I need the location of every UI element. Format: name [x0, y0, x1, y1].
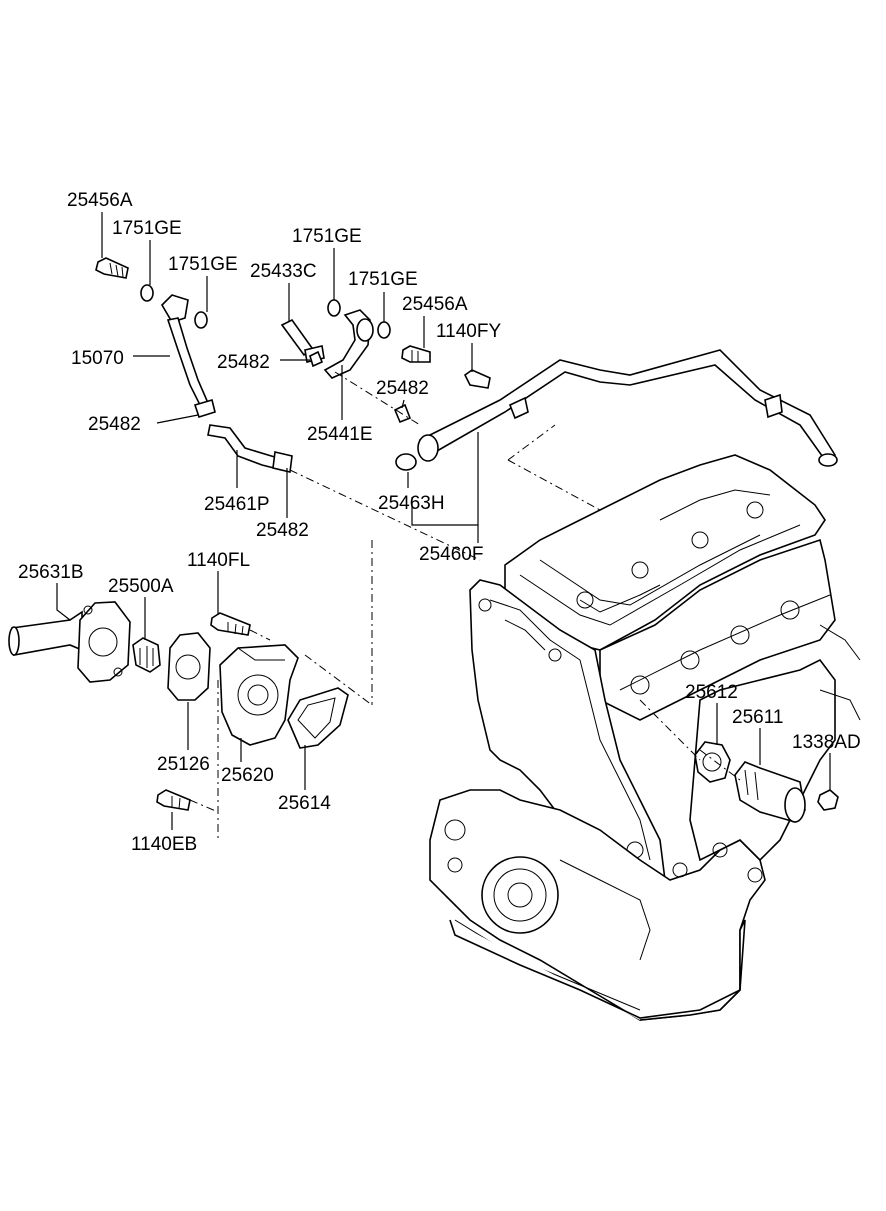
pipe-15070 — [160, 294, 216, 418]
label-25631B: 25631B — [18, 562, 84, 583]
label-1751GE-a: 1751GE — [112, 218, 182, 239]
thermostat-25500A — [132, 637, 161, 673]
gasket-25126 — [167, 632, 211, 701]
label-25612: 25612 — [685, 682, 738, 703]
bolt-25456A-left — [95, 257, 129, 279]
pipe-25441E — [323, 309, 374, 379]
label-25433C: 25433C — [250, 261, 317, 282]
water-pipe-25460F — [417, 349, 838, 467]
label-25620: 25620 — [221, 765, 274, 786]
label-25482-a: 25482 — [217, 352, 270, 373]
label-25463H: 25463H — [378, 493, 445, 514]
label-25482-c: 25482 — [88, 414, 141, 435]
nut-1338AD — [817, 789, 839, 811]
label-25611: 25611 — [732, 707, 783, 728]
gasket-25463H — [395, 453, 417, 471]
gasket-1751GE-c — [327, 299, 341, 317]
label-25482-d: 25482 — [256, 520, 309, 541]
bolt-1140EB — [156, 789, 191, 811]
gasket-1751GE-b — [194, 311, 208, 329]
housing-25620 — [219, 644, 299, 746]
label-25456A-a: 25456A — [67, 190, 133, 211]
label-1751GE-b: 1751GE — [168, 254, 238, 275]
label-1751GE-c: 1751GE — [292, 226, 362, 247]
leader-lines — [56, 212, 831, 830]
label-1338AD: 1338AD — [792, 732, 861, 753]
label-1751GE-d: 1751GE — [348, 269, 418, 290]
label-1140FY: 1140FY — [436, 321, 501, 342]
fitting-25631B — [8, 601, 131, 683]
label-25461P: 25461P — [204, 494, 270, 515]
bolt-1140FY — [463, 369, 491, 389]
fitting-25611 — [734, 761, 806, 823]
bolt-1140FL — [210, 612, 251, 636]
engine-block — [429, 454, 861, 1021]
label-1140FL: 1140FL — [187, 550, 250, 571]
gasket-1751GE-d — [377, 321, 391, 339]
label-25500A: 25500A — [108, 576, 174, 597]
label-15070: 15070 — [71, 348, 124, 369]
part-labels: 25456A 1751GE 1751GE 1751GE 25433C 1751G… — [18, 190, 861, 855]
gasket-25612 — [694, 741, 731, 783]
label-25482-b: 25482 — [376, 378, 429, 399]
assembly-lines — [189, 371, 741, 840]
gasket-1751GE-a — [140, 284, 154, 302]
label-25441E: 25441E — [307, 424, 373, 445]
label-1140EB: 1140EB — [131, 834, 197, 855]
label-25126: 25126 — [157, 754, 210, 775]
gasket-25614 — [287, 687, 349, 749]
label-25456A-b: 25456A — [402, 294, 468, 315]
label-25614: 25614 — [278, 793, 331, 814]
label-25460F: 25460F — [419, 544, 483, 565]
hose-25461P — [207, 424, 293, 473]
bolt-25456A-right — [401, 345, 431, 363]
